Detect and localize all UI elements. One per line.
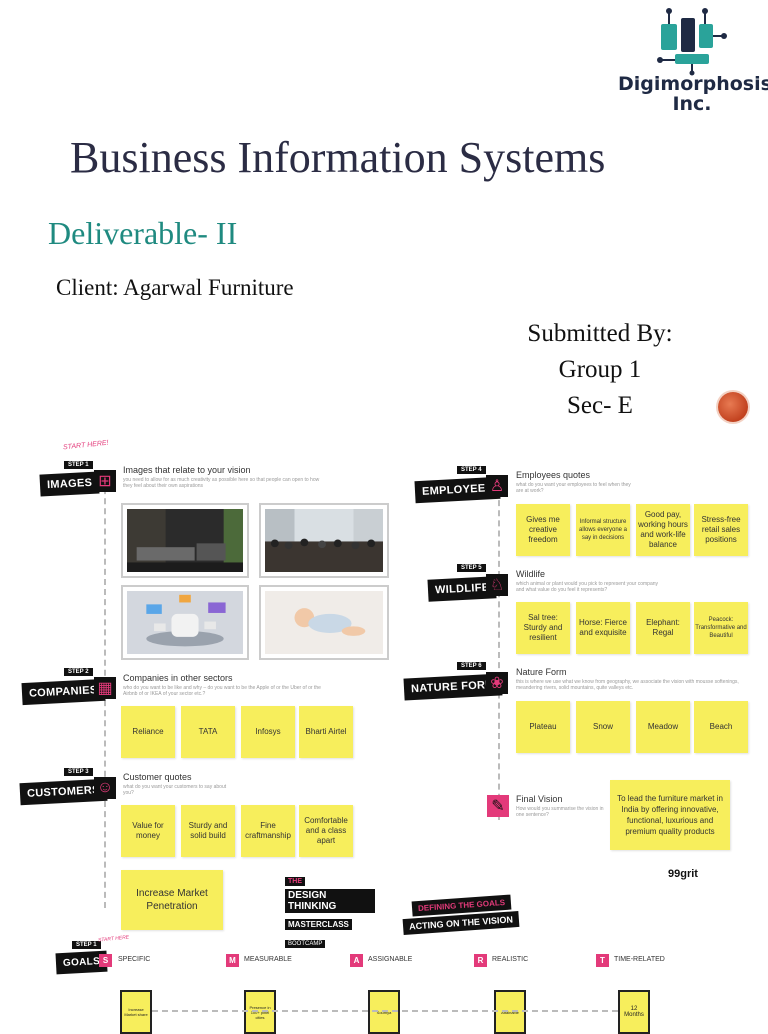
customer-note: Sturdy and solid build — [181, 805, 235, 857]
goal-letter-r: R — [474, 954, 487, 967]
companies-desc: who do you want to be like and why – do … — [123, 685, 321, 697]
employees-icon: ♙ — [486, 475, 508, 497]
submitted-block: Submitted By: Group 1 Sec- E — [500, 316, 700, 424]
section-label: Sec- E — [567, 392, 633, 419]
employee-note: Gives me creative freedom — [516, 504, 570, 556]
goal-box-assignable: Soumya — [368, 990, 400, 1034]
crowd-image — [265, 509, 383, 572]
step-6-label: STEP 6 — [457, 662, 486, 670]
companies-title: Companies in other sectors — [123, 673, 233, 683]
nature-form-icon: ❀ — [486, 672, 508, 694]
goals-step-label: STEP 1 — [72, 941, 101, 949]
devices-image — [127, 591, 243, 654]
wildlife-title: Wildlife — [516, 569, 546, 579]
companies-icon: ▦ — [94, 677, 116, 699]
group-label: Group 1 — [558, 356, 642, 383]
step-4-label: STEP 4 — [457, 466, 486, 474]
step-2-label: STEP 2 — [64, 668, 93, 676]
wildlife-note: Horse: Fierce and exquisite — [576, 602, 630, 654]
goal-label-specific: SPECIFIC — [118, 956, 151, 963]
employees-title: Employees quotes — [516, 470, 591, 480]
circuit-logo-icon — [657, 8, 727, 76]
step-3-label: STEP 3 — [64, 768, 93, 776]
customer-note: Fine craftmanship — [241, 805, 295, 857]
vision-canvas: START HERE! STEP 1 IMAGES ⊞ Images that … — [0, 430, 768, 1034]
goal-letter-t: T — [596, 954, 609, 967]
goal-label-measurable: MEASURABLE — [244, 956, 292, 963]
wildlife-note: Peacock: Transformative and Beautiful — [694, 602, 748, 654]
goal-label-time-related: TIME-RELATED — [614, 956, 665, 963]
goal-box-time-related: 12 Months — [618, 990, 650, 1034]
living-room-image — [127, 509, 243, 572]
step-5-label: STEP 5 — [457, 564, 486, 572]
nature-note: Meadow — [636, 701, 690, 753]
deliverable-subtitle: Deliverable- II — [48, 215, 238, 251]
images-desc: you need to allow for as much creativity… — [123, 477, 320, 489]
companies-tag: COMPANIES — [21, 678, 106, 706]
company-note: Bharti Airtel — [299, 706, 353, 758]
images-icon: ⊞ — [94, 470, 116, 492]
page-title: Business Information Systems — [70, 133, 606, 182]
wildlife-icon: ♘ — [486, 574, 508, 596]
final-vision-desc: How would you summarise the vision in on… — [516, 806, 604, 818]
goal-box-realistic: Attainable — [494, 990, 526, 1034]
employee-note: Good pay, working hours and work-life ba… — [636, 504, 690, 556]
logo-name-line2: Inc. — [672, 93, 712, 115]
start-here-label: START HERE! — [62, 439, 109, 452]
employee-note: Stress-free retail sales positions — [694, 504, 748, 556]
step-1-label: STEP 1 — [64, 461, 93, 469]
images-tag: IMAGES — [39, 471, 100, 497]
goal-box-specific: Increase Market share — [120, 990, 152, 1034]
customers-desc: what do you want your customers to say a… — [123, 784, 227, 796]
badge-line-4: BOOTCAMP — [285, 940, 326, 948]
final-vision-icon: ✎ — [487, 795, 509, 817]
goal-letter-s: S — [99, 954, 112, 967]
right-timeline — [498, 490, 500, 820]
photo-tech-devices — [121, 585, 249, 660]
submitted-by-label: Submitted By: — [527, 320, 673, 347]
company-note: Reliance — [121, 706, 175, 758]
customers-icon: ☺ — [94, 777, 116, 799]
wildlife-desc: which animal or plant would you pick to … — [516, 581, 659, 593]
brand-logo: 99grit — [668, 868, 698, 880]
baby-image — [265, 591, 383, 654]
goal-letter-m: M — [226, 954, 239, 967]
customer-note: Value for money — [121, 805, 175, 857]
nature-note: Beach — [694, 701, 748, 753]
goals-connector — [152, 1010, 618, 1012]
final-vision-title: Final Vision — [516, 794, 563, 804]
nature-note: Plateau — [516, 701, 570, 753]
employees-desc: what do you want your employees to feel … — [516, 482, 631, 494]
goal-letter-a: A — [350, 954, 363, 967]
client-line: Client: Agarwal Furniture — [56, 275, 294, 300]
nature-form-title: Nature Form — [516, 667, 567, 677]
customer-note: Comfortable and a class apart — [299, 805, 353, 857]
wildlife-note: Sal tree: Sturdy and resilient — [516, 602, 570, 654]
images-title: Images that relate to your vision — [123, 465, 251, 475]
company-note: TATA — [181, 706, 235, 758]
wildlife-note: Elephant: Regal — [636, 602, 690, 654]
badge-line-2: DESIGN THINKING — [285, 889, 375, 913]
goal-label-assignable: ASSIGNABLE — [368, 956, 413, 963]
badge-line-3: MASTERCLASS — [285, 919, 352, 930]
customers-title: Customer quotes — [123, 772, 192, 782]
decorative-orb — [718, 392, 748, 422]
photo-furniture-room — [121, 503, 249, 578]
goal-label-realistic: REALISTIC — [492, 956, 529, 963]
nature-form-desc: this is where we use what we know from g… — [516, 679, 739, 691]
final-vision-note: To lead the furniture market in India by… — [610, 780, 730, 850]
photo-crowd-street — [259, 503, 389, 578]
nature-note: Snow — [576, 701, 630, 753]
company-note: Infosys — [241, 706, 295, 758]
goals-start-here: START HERE — [97, 934, 130, 944]
photo-sleeping-baby — [259, 585, 389, 660]
logo-name-line1: Digimorphosis — [618, 73, 768, 95]
badge-line-1: THE — [285, 877, 305, 886]
company-logo-text: Digimorphosis Inc. — [618, 73, 768, 115]
employee-note: Informal structure allows everyone a say… — [576, 504, 630, 556]
goal-sticky-note: Increase Market Penetration — [121, 870, 223, 930]
design-thinking-badge: THE DESIGN THINKING MASTERCLASS BOOTCAMP — [285, 870, 375, 950]
goal-box-measurable: Presence in 100+ pinel cities — [244, 990, 276, 1034]
